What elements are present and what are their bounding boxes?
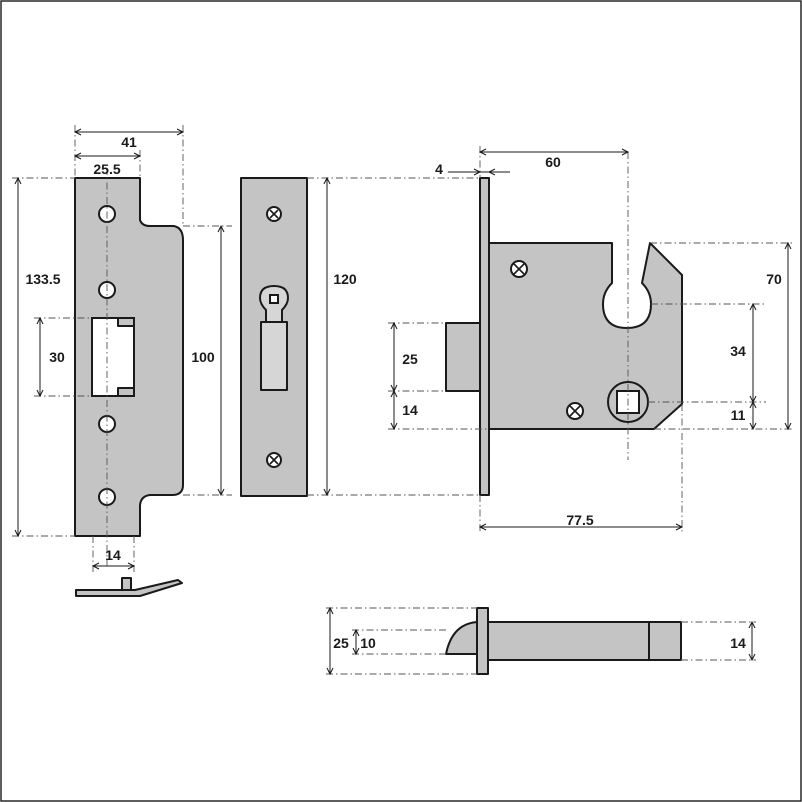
- dim-label-14-side: 14: [730, 635, 746, 651]
- dim-label-4: 4: [435, 161, 443, 177]
- forend-screw-top: [266, 206, 282, 222]
- dim-forend-thickness: 4: [435, 161, 510, 177]
- dim-bolt-side-height: 25: [326, 606, 349, 676]
- lock-bolt: [445, 322, 481, 392]
- dim-label-30: 30: [49, 349, 65, 365]
- dim-label-34: 34: [730, 343, 746, 359]
- dim-label-41: 41: [121, 134, 137, 150]
- strike-opening-lip: [117, 317, 135, 397]
- dim-strike-width: 41: [73, 128, 185, 150]
- forend-bolt-slot: [260, 321, 288, 391]
- dim-overall-depth: 77.5: [478, 512, 684, 531]
- dim-strike-hole-spacing: 14: [91, 547, 136, 570]
- bolt-side-forend: [476, 607, 489, 675]
- strike-plate: [74, 177, 184, 537]
- dim-strike-face-width: 25.5: [73, 152, 142, 177]
- strike-opening: [91, 317, 135, 397]
- dim-bolt-offset: 14: [390, 389, 418, 431]
- strike-edge-tab: [121, 577, 132, 591]
- dim-strike-opening: 30: [36, 316, 65, 398]
- dim-strike-height: 133.5: [14, 176, 61, 538]
- lock-case: [445, 177, 683, 496]
- bolt-side-view: [445, 607, 682, 675]
- dim-label-25-side: 25: [333, 635, 349, 651]
- forend-screw-bottom: [266, 452, 282, 468]
- dim-bolt-side-latch: 10: [352, 628, 376, 656]
- case-screw-top: [510, 260, 528, 278]
- dim-label-70: 70: [766, 271, 782, 287]
- dim-strike-lip-height: 100: [191, 224, 225, 497]
- dim-label-77-5: 77.5: [566, 512, 593, 528]
- bolt-side-body: [487, 621, 651, 661]
- lock-forend-edge: [479, 177, 490, 496]
- dim-label-100: 100: [191, 349, 215, 365]
- bolt-side-tail: [648, 621, 682, 661]
- dim-bolt-side-tail: 14: [730, 620, 756, 662]
- forend-keyhole-square: [269, 294, 279, 304]
- dim-label-10: 10: [360, 635, 376, 651]
- dim-follower-offset: 11: [731, 400, 757, 431]
- dim-follower-to-keyhole: 34: [730, 302, 757, 404]
- strike-edge-profile: [75, 579, 183, 597]
- case-screw-bottom: [566, 402, 584, 420]
- dim-backset: 60: [478, 148, 630, 170]
- dim-forend-height: 120: [323, 176, 357, 497]
- dim-case-height: 70: [766, 241, 792, 431]
- dim-label-25: 25: [402, 351, 418, 367]
- dim-label-120: 120: [333, 271, 357, 287]
- forend-plate: [240, 177, 308, 497]
- dim-label-25-5: 25.5: [93, 161, 120, 177]
- dim-label-60: 60: [545, 154, 561, 170]
- dim-label-14-strike: 14: [105, 547, 121, 563]
- dim-label-133-5: 133.5: [25, 271, 60, 287]
- dim-label-11: 11: [731, 407, 746, 423]
- dim-label-14-case: 14: [402, 402, 418, 418]
